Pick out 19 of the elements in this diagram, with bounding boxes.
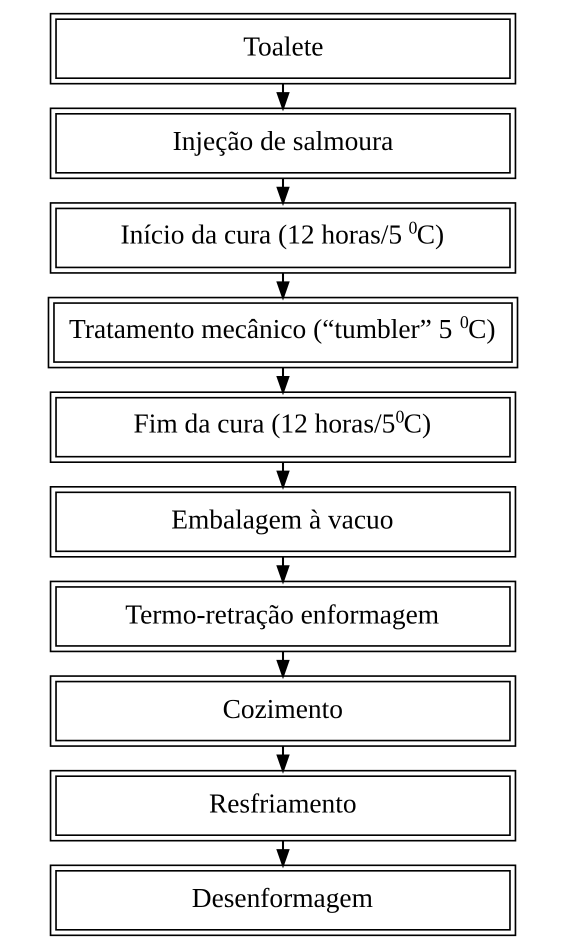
node-box: Tratamento mecânico (“tumbler” 5 $^{0}$C) <box>48 296 518 368</box>
node-box: Injeção de salmoura <box>50 108 516 180</box>
node-box: Resfriamento <box>50 770 516 842</box>
arrow <box>276 462 290 490</box>
node-box: Início da cura (12 horas/5 $^{0}$C) <box>50 202 516 274</box>
arrow <box>276 368 290 396</box>
arrow <box>276 556 290 584</box>
arrow <box>276 652 290 680</box>
arrow <box>276 840 290 868</box>
node-box: Toalete <box>50 12 516 84</box>
node-box: Desenformagem <box>50 864 516 936</box>
node-box: Fim da cura (12 horas/5$^{0}$C) <box>50 391 516 463</box>
node-box: Embalagem à vacuo <box>50 486 516 558</box>
node-box: Termo-retração enformagem <box>50 580 516 652</box>
node-box: Cozimento <box>50 675 516 747</box>
arrow <box>276 273 290 301</box>
arrow <box>276 178 290 206</box>
arrow <box>276 746 290 774</box>
arrow <box>276 84 290 112</box>
